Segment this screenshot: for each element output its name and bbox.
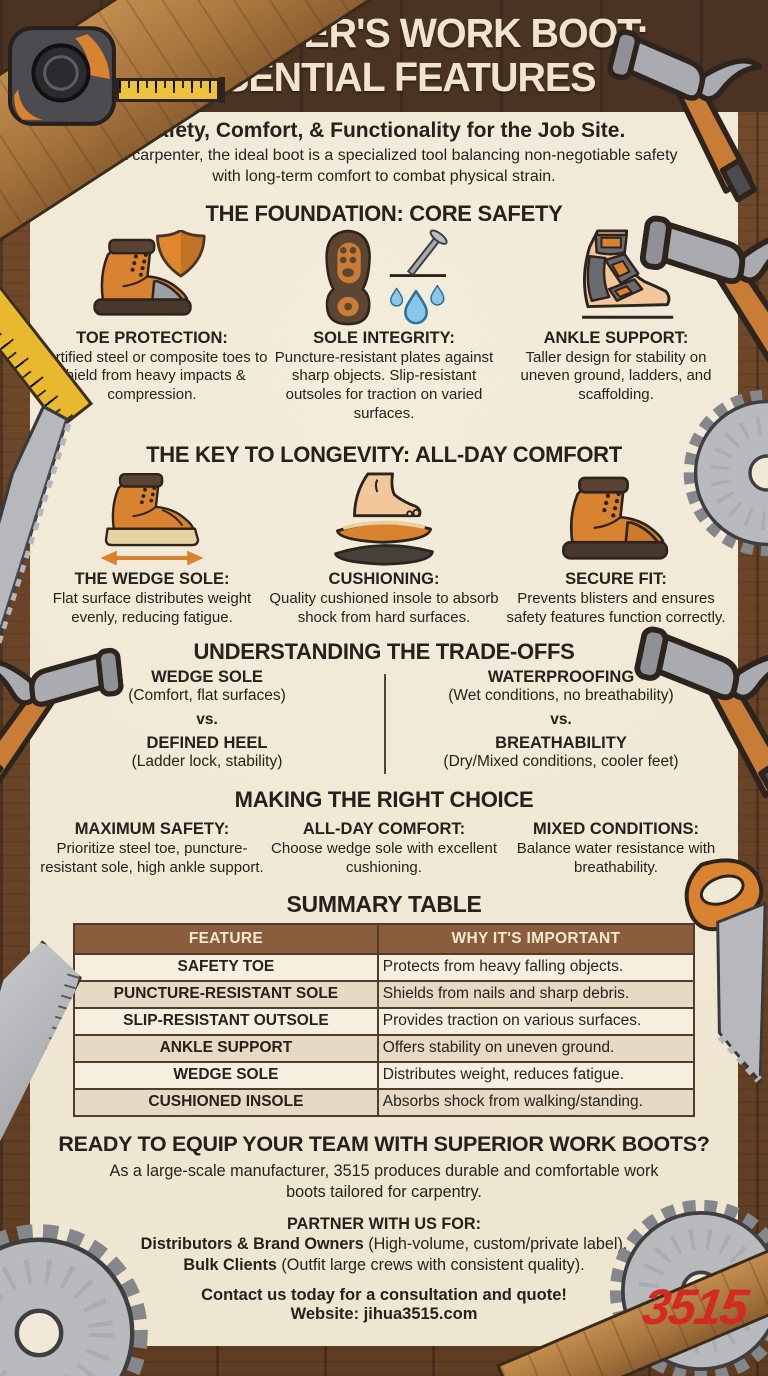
laced-boot-icon (500, 470, 732, 568)
why-cell: Distributes weight, reduces fatigue. (376, 1060, 696, 1090)
vs-label: vs. (196, 710, 218, 728)
feature-text: Prevents blisters and ensures safety fea… (506, 590, 726, 627)
feature-column: TOE PROTECTION: Certified steel or compo… (36, 229, 268, 425)
boot-shield-icon (36, 229, 268, 327)
tape-measure-blade (116, 77, 225, 103)
column-header: FEATURE (73, 922, 379, 955)
partner-line: Bulk Clients (Outfit large crews with co… (30, 1255, 738, 1276)
feature-text: Quality cushioned insole to absorb shock… (269, 590, 499, 627)
feature-cell: SAFETY TOE (73, 952, 379, 982)
feature-column: ANKLE SUPPORT: Taller design for stabili… (500, 229, 732, 425)
tradeoff-option: WATERPROOFING (487, 667, 635, 686)
feature-text: Certified steel or composite toes to shi… (36, 348, 268, 404)
tradeoff-option: WEDGE SOLE (151, 667, 263, 686)
tradeoff-note: (Wet conditions, no breathability) (448, 686, 674, 704)
feature-text: Taller design for stability on uneven gr… (520, 348, 712, 404)
choice-text: Choose wedge sole with excellent cushion… (271, 839, 497, 876)
tradeoff-right: WATERPROOFING (Wet conditions, no breath… (384, 668, 738, 771)
partner-line: Distributors & Brand Owners (High-volume… (30, 1234, 738, 1255)
tradeoff-note: (Dry/Mixed conditions, cooler feet) (443, 752, 679, 770)
why-cell: Protects from heavy falling objects. (376, 952, 696, 982)
subtitle: Safety, Comfort, & Functionality for the… (142, 119, 626, 142)
why-cell: Provides traction on various surfaces. (376, 1006, 696, 1036)
feature-column: THE WEDGE SOLE: Flat surface distributes… (36, 470, 268, 628)
feature-column: CUSHIONING: Quality cushioned insole to … (268, 470, 500, 628)
feature-title: CUSHIONING: (328, 570, 440, 589)
tradeoff-note: (Ladder lock, stability) (131, 752, 283, 770)
cta-body: As a large-scale manufacturer, 3515 prod… (109, 1161, 659, 1201)
choice-column: MAXIMUM SAFETY: Prioritize steel toe, pu… (36, 818, 268, 878)
wedge-sole-boot-arrow-icon (36, 470, 268, 568)
content-panel: Safety, Comfort, & Functionality for the… (30, 112, 738, 1346)
feature-text: Flat surface distributes weight evenly, … (52, 590, 252, 627)
why-cell: Absorbs shock from walking/standing. (376, 1087, 696, 1117)
section-heading-foundation: THE FOUNDATION: CORE SAFETY (205, 200, 563, 226)
feature-cell: WEDGE SOLE (73, 1060, 379, 1090)
feature-text: Puncture-resistant plates against sharp … (274, 348, 494, 423)
brand-logo-3515: 3515 (638, 1279, 750, 1335)
choice-title: ALL-DAY COMFORT: (302, 819, 466, 838)
vertical-divider (384, 673, 386, 774)
table-header-row: FEATURE WHY IT'S IMPORTANT (73, 922, 696, 955)
tradeoff-left: WEDGE SOLE (Comfort, flat surfaces) vs. … (30, 668, 384, 771)
tradeoff-option: BREATHABILITY (495, 733, 627, 752)
contact-line: Contact us today for a consultation and … (201, 1285, 567, 1304)
choice-columns: MAXIMUM SAFETY: Prioritize steel toe, pu… (30, 818, 738, 878)
choice-column: MIXED CONDITIONS: Balance water resistan… (500, 818, 732, 878)
section-heading-summary: SUMMARY TABLE (286, 890, 482, 917)
feature-title: SOLE INTEGRITY: (313, 328, 455, 347)
feature-title: ANKLE SUPPORT: (543, 328, 689, 347)
feature-column: SOLE INTEGRITY: Puncture-resistant plate… (268, 229, 500, 425)
website-line: Website: jihua3515.com (290, 1304, 478, 1323)
choice-text: Prioritize steel toe, puncture-resistant… (40, 839, 264, 876)
feature-title: TOE PROTECTION: (76, 328, 228, 347)
foundation-columns: TOE PROTECTION: Certified steel or compo… (30, 229, 738, 425)
feature-title: THE WEDGE SOLE: (74, 570, 230, 589)
column-header: WHY IT'S IMPORTANT (376, 922, 696, 955)
choice-column: ALL-DAY COMFORT: Choose wedge sole with … (268, 818, 500, 878)
why-cell: Shields from nails and sharp debris. (376, 979, 696, 1009)
why-cell: Offers stability on uneven ground. (376, 1033, 696, 1063)
feature-cell: ANKLE SUPPORT (73, 1033, 379, 1063)
comfort-columns: THE WEDGE SOLE: Flat surface distributes… (30, 470, 738, 628)
feature-title: SECURE FIT: (565, 570, 667, 589)
intro-text: For a carpenter, the ideal boot is a spe… (90, 147, 678, 185)
section-heading-comfort: THE KEY TO LONGEVITY: ALL-DAY COMFORT (146, 442, 622, 468)
partner-line-rest: (High-volume, custom/private label). (363, 1234, 628, 1253)
partner-line-bold: Distributors & Brand Owners (140, 1234, 364, 1253)
sole-nail-water-icon (268, 229, 500, 327)
choice-text: Balance water resistance with breathabil… (516, 839, 716, 876)
tradeoffs-columns: WEDGE SOLE (Comfort, flat surfaces) vs. … (30, 668, 738, 774)
section-heading-tradeoffs: UNDERSTANDING THE TRADE-OFFS (193, 638, 575, 664)
choice-title: MIXED CONDITIONS: (533, 819, 699, 838)
section-heading-choice: MAKING THE RIGHT CHOICE (234, 786, 534, 812)
vs-label: vs. (550, 710, 572, 728)
cta-heading: READY TO EQUIP YOUR TEAM WITH SUPERIOR W… (58, 1131, 710, 1156)
choice-title: MAXIMUM SAFETY: (74, 819, 230, 838)
feature-cell: SLIP-RESISTANT OUTSOLE (73, 1006, 379, 1036)
ankle-brace-icon (500, 229, 732, 327)
feature-column: SECURE FIT: Prevents blisters and ensure… (500, 470, 732, 628)
partner-line-bold: Bulk Clients (183, 1256, 277, 1275)
tradeoff-option: DEFINED HEEL (146, 733, 268, 752)
feature-cell: PUNCTURE-RESISTANT SOLE (73, 979, 379, 1009)
foot-insole-icon (268, 470, 500, 568)
partner-line-rest: (Outfit large crews with consistent qual… (276, 1256, 585, 1275)
partner-heading: PARTNER WITH US FOR: (287, 1214, 481, 1233)
tradeoff-note: (Comfort, flat surfaces) (128, 686, 286, 704)
feature-cell: CUSHIONED INSOLE (73, 1087, 379, 1117)
